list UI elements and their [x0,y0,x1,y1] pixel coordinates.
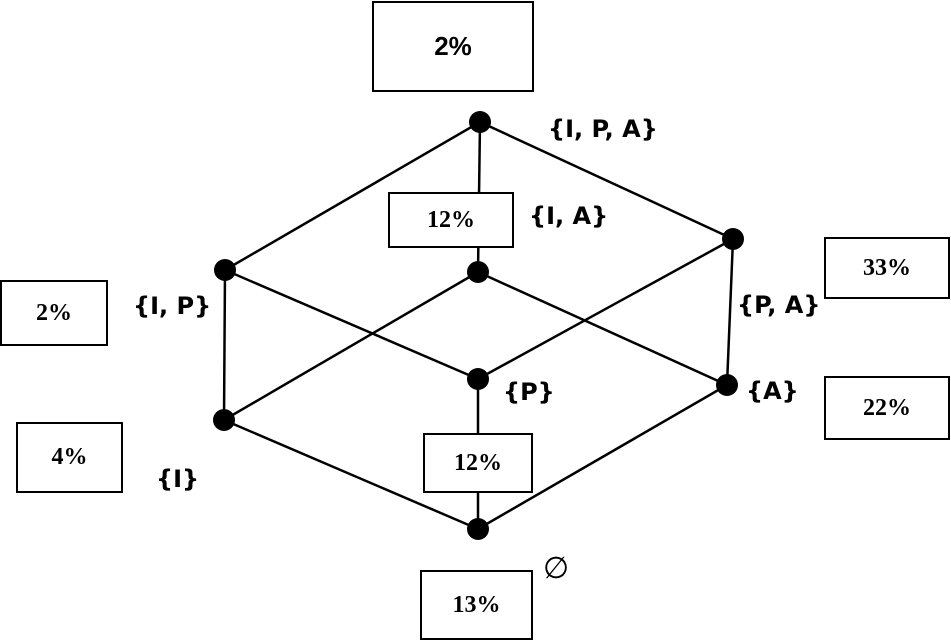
node-dot-A [716,374,738,396]
edge-PA-P [477,237,734,381]
node-label-IPA: {I, P, A} [548,115,658,143]
percent-box-PA: 33% [824,237,950,299]
edge-IA-A [477,270,728,387]
percent-box-P: 12% [423,433,533,493]
edge-IPA-IP [224,120,481,272]
percent-box-A: 22% [824,376,950,440]
edge-IA-I [223,270,479,422]
percent-box-IP: 2% [0,280,108,346]
node-label-empty: ∅ [543,551,570,586]
edge-PA-A [725,238,735,386]
node-dot-PA [722,228,744,250]
edge-IPA-PA [479,120,734,241]
node-dot-I [213,409,235,431]
node-dot-IP [214,259,236,281]
node-label-PA: {P, A} [737,291,821,319]
percent-box-IPA: 2% [372,1,534,92]
node-dot-P [467,368,489,390]
node-label-IP: {I, P} [133,292,212,320]
percent-box-I: 4% [16,422,123,493]
edge-A-empty [477,383,728,531]
node-dot-IA [467,261,489,283]
node-label-I: {I} [156,465,200,493]
node-dot-empty [467,518,489,540]
percent-box-IA: 12% [388,192,514,248]
edge-IP-P [224,268,479,381]
node-dot-IPA [469,111,491,133]
node-label-P: {P} [503,378,555,406]
edge-IP-I [222,269,227,421]
edge-I-empty [223,418,479,531]
percent-box-empty: 13% [420,570,533,640]
node-label-IA: {I, A} [529,202,609,230]
node-label-A: {A} [746,377,799,405]
